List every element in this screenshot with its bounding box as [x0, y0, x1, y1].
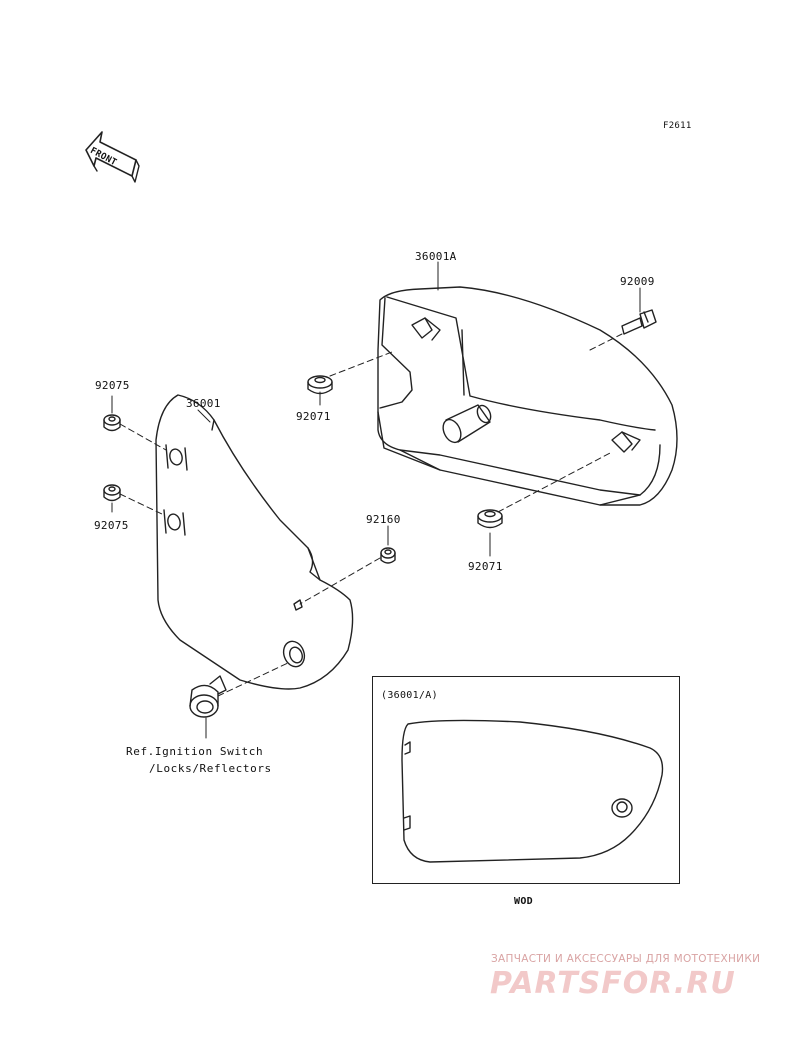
- watermark-brand: PARTSFOR.RU: [490, 966, 736, 1001]
- side-cover-outline: [155, 394, 354, 690]
- grommet-upper-icon: [307, 375, 333, 395]
- key-lock-icon: [189, 675, 227, 718]
- part-label-92071-lower: 92071: [468, 560, 503, 573]
- damper-lower-icon: [103, 484, 121, 502]
- inset-box: [372, 676, 680, 884]
- part-label-92009: 92009: [620, 275, 655, 288]
- damper-upper-icon: [103, 414, 121, 432]
- collar-icon: [380, 547, 396, 564]
- part-label-36001: 36001: [186, 397, 221, 410]
- side-cover-a-outline: [377, 286, 678, 506]
- part-label-36001a: 36001A: [415, 250, 457, 263]
- part-label-92160: 92160: [366, 513, 401, 526]
- diagram-code: F2611: [663, 121, 692, 131]
- part-label-92075-lower: 92075: [94, 519, 129, 532]
- watermark-tagline: ЗАПЧАСТИ И АКСЕССУАРЫ ДЛЯ МОТОТЕХНИКИ: [491, 953, 761, 965]
- front-arrow-icon: [85, 131, 140, 183]
- inset-caption: WOD: [514, 896, 533, 907]
- reference-line-1: Ref.Ignition Switch: [126, 745, 264, 758]
- bolt-icon: [621, 309, 657, 335]
- inset-cover-outline: [401, 719, 664, 863]
- part-label-92075-upper: 92075: [95, 379, 130, 392]
- reference-line-2: /Locks/Reflectors: [149, 762, 272, 775]
- inset-label: (36001/A): [381, 690, 438, 701]
- grommet-lower-icon: [477, 509, 503, 529]
- part-label-92071-upper: 92071: [296, 410, 331, 423]
